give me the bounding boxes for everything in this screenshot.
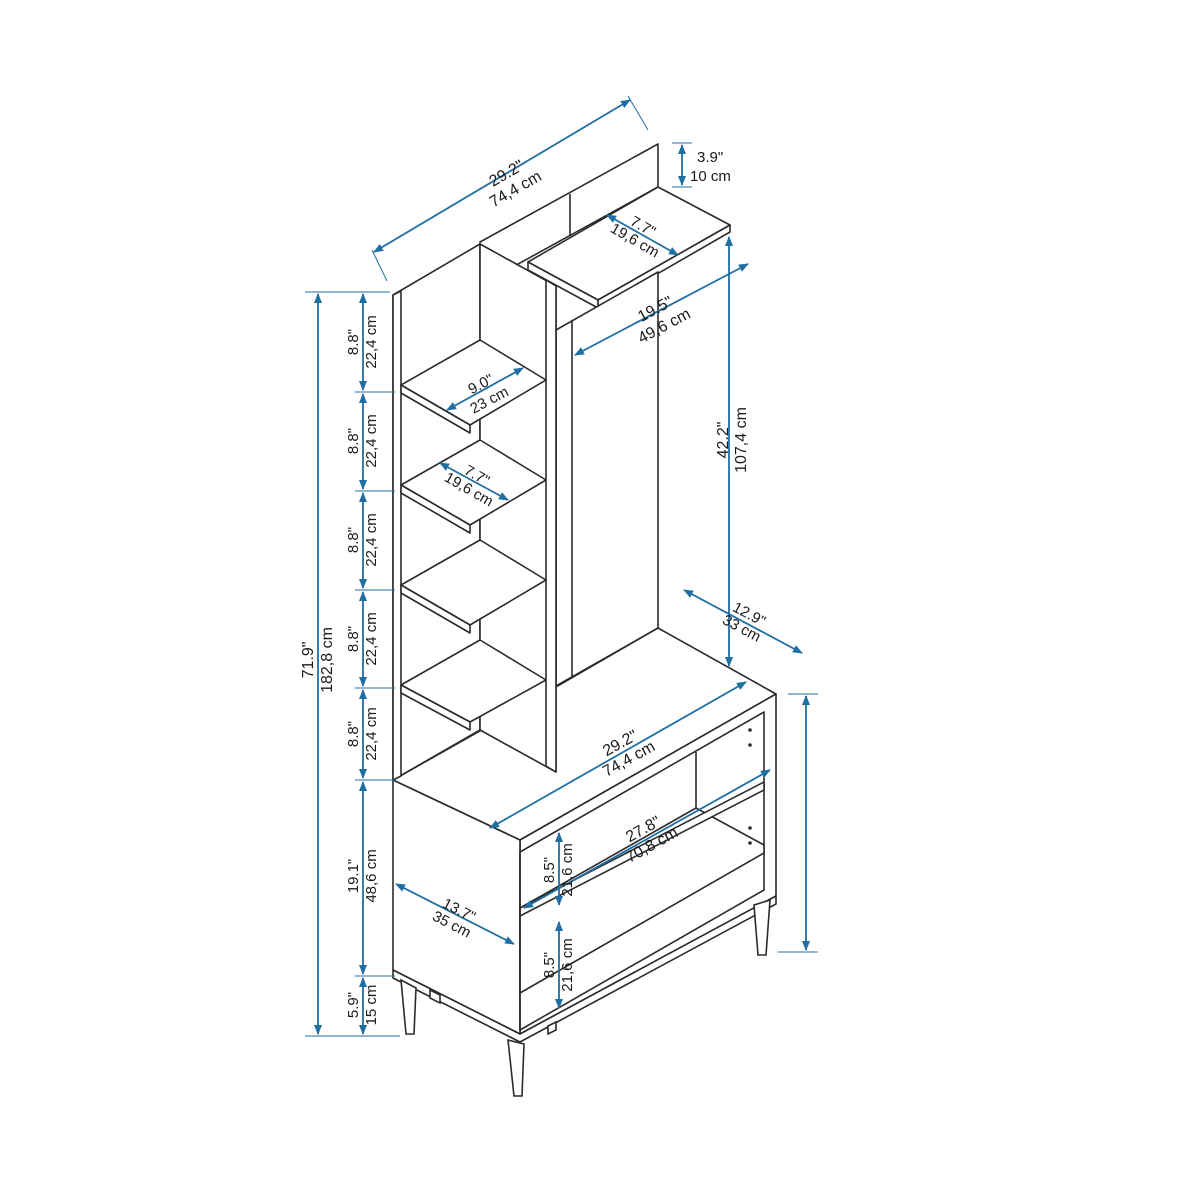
cabinet-height-cm: 48,6 cm — [363, 849, 380, 902]
shelf-gap-1-cm: 22,4 cm — [363, 315, 380, 368]
hall-stand-drawing — [392, 143, 777, 1097]
hanger-height-in: 42.2" — [715, 422, 732, 459]
dimension-lines — [305, 95, 818, 1037]
total-height-cm: 182,8 cm — [319, 627, 336, 693]
shelf-gap-3-cm: 22,4 cm — [363, 513, 380, 566]
shelf-gap-2-in: 8.8" — [345, 428, 362, 454]
top-height-in: 3.9" — [697, 149, 723, 166]
cabinet-height-in: 19.1" — [345, 859, 362, 894]
hanger-height-cm: 107,4 cm — [733, 407, 750, 473]
shelf-gap-3-in: 8.8" — [345, 527, 362, 553]
leg-height-cm: 15 cm — [363, 985, 380, 1026]
shelf-gap-4-cm: 22,4 cm — [363, 612, 380, 665]
compartment-top-in: 8.5" — [541, 857, 558, 883]
shelf-gap-1-in: 8.8" — [345, 329, 362, 355]
shelf-gap-5-in: 8.8" — [345, 721, 362, 747]
top-height-cm: 10 cm — [690, 168, 731, 185]
shelf-gap-4-in: 8.8" — [345, 626, 362, 652]
legs — [400, 898, 771, 1097]
leg-height-in: 5.9" — [345, 992, 362, 1018]
compartment-bottom-cm: 21,6 cm — [559, 938, 576, 991]
compartment-top-cm: 21,6 cm — [559, 843, 576, 896]
shelf-gap-2-cm: 22,4 cm — [363, 414, 380, 467]
total-height-in: 71.9" — [300, 642, 317, 679]
compartment-bottom-in: 8.5" — [541, 952, 558, 978]
shelf-gap-5-cm: 22,4 cm — [363, 707, 380, 760]
